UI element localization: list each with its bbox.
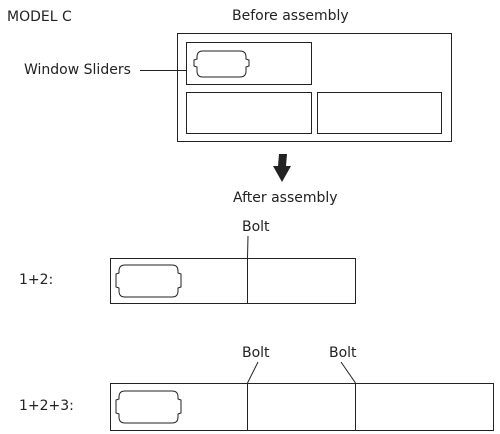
config-label-1-2: 1+2: [19, 272, 54, 288]
after-assembly-title: After assembly [233, 190, 338, 206]
bolt-leader-line [247, 235, 249, 259]
model-label: MODEL C [7, 9, 72, 25]
before-assembly-frame [177, 33, 452, 142]
panel-3 [317, 92, 442, 134]
bolt-label: Bolt [329, 345, 357, 361]
bolt-leader-line [247, 361, 259, 384]
assembled-panel-2 [247, 258, 356, 304]
assembled-panel-2 [247, 383, 356, 431]
bolt-leader-line [340, 361, 356, 384]
bolt-label: Bolt [242, 219, 270, 235]
window-slider-icon [115, 390, 182, 424]
panel-1 [186, 42, 312, 85]
window-slider-icon [115, 264, 182, 298]
assembled-panel-3 [355, 383, 494, 431]
bolt-label: Bolt [242, 345, 270, 361]
window-slider-icon [193, 50, 250, 78]
before-assembly-title: Before assembly [232, 8, 349, 24]
down-arrow-icon [273, 154, 291, 182]
window-sliders-callout: Window Sliders [24, 62, 131, 78]
config-label-1-2-3: 1+2+3: [19, 398, 74, 414]
panel-2 [186, 92, 312, 134]
